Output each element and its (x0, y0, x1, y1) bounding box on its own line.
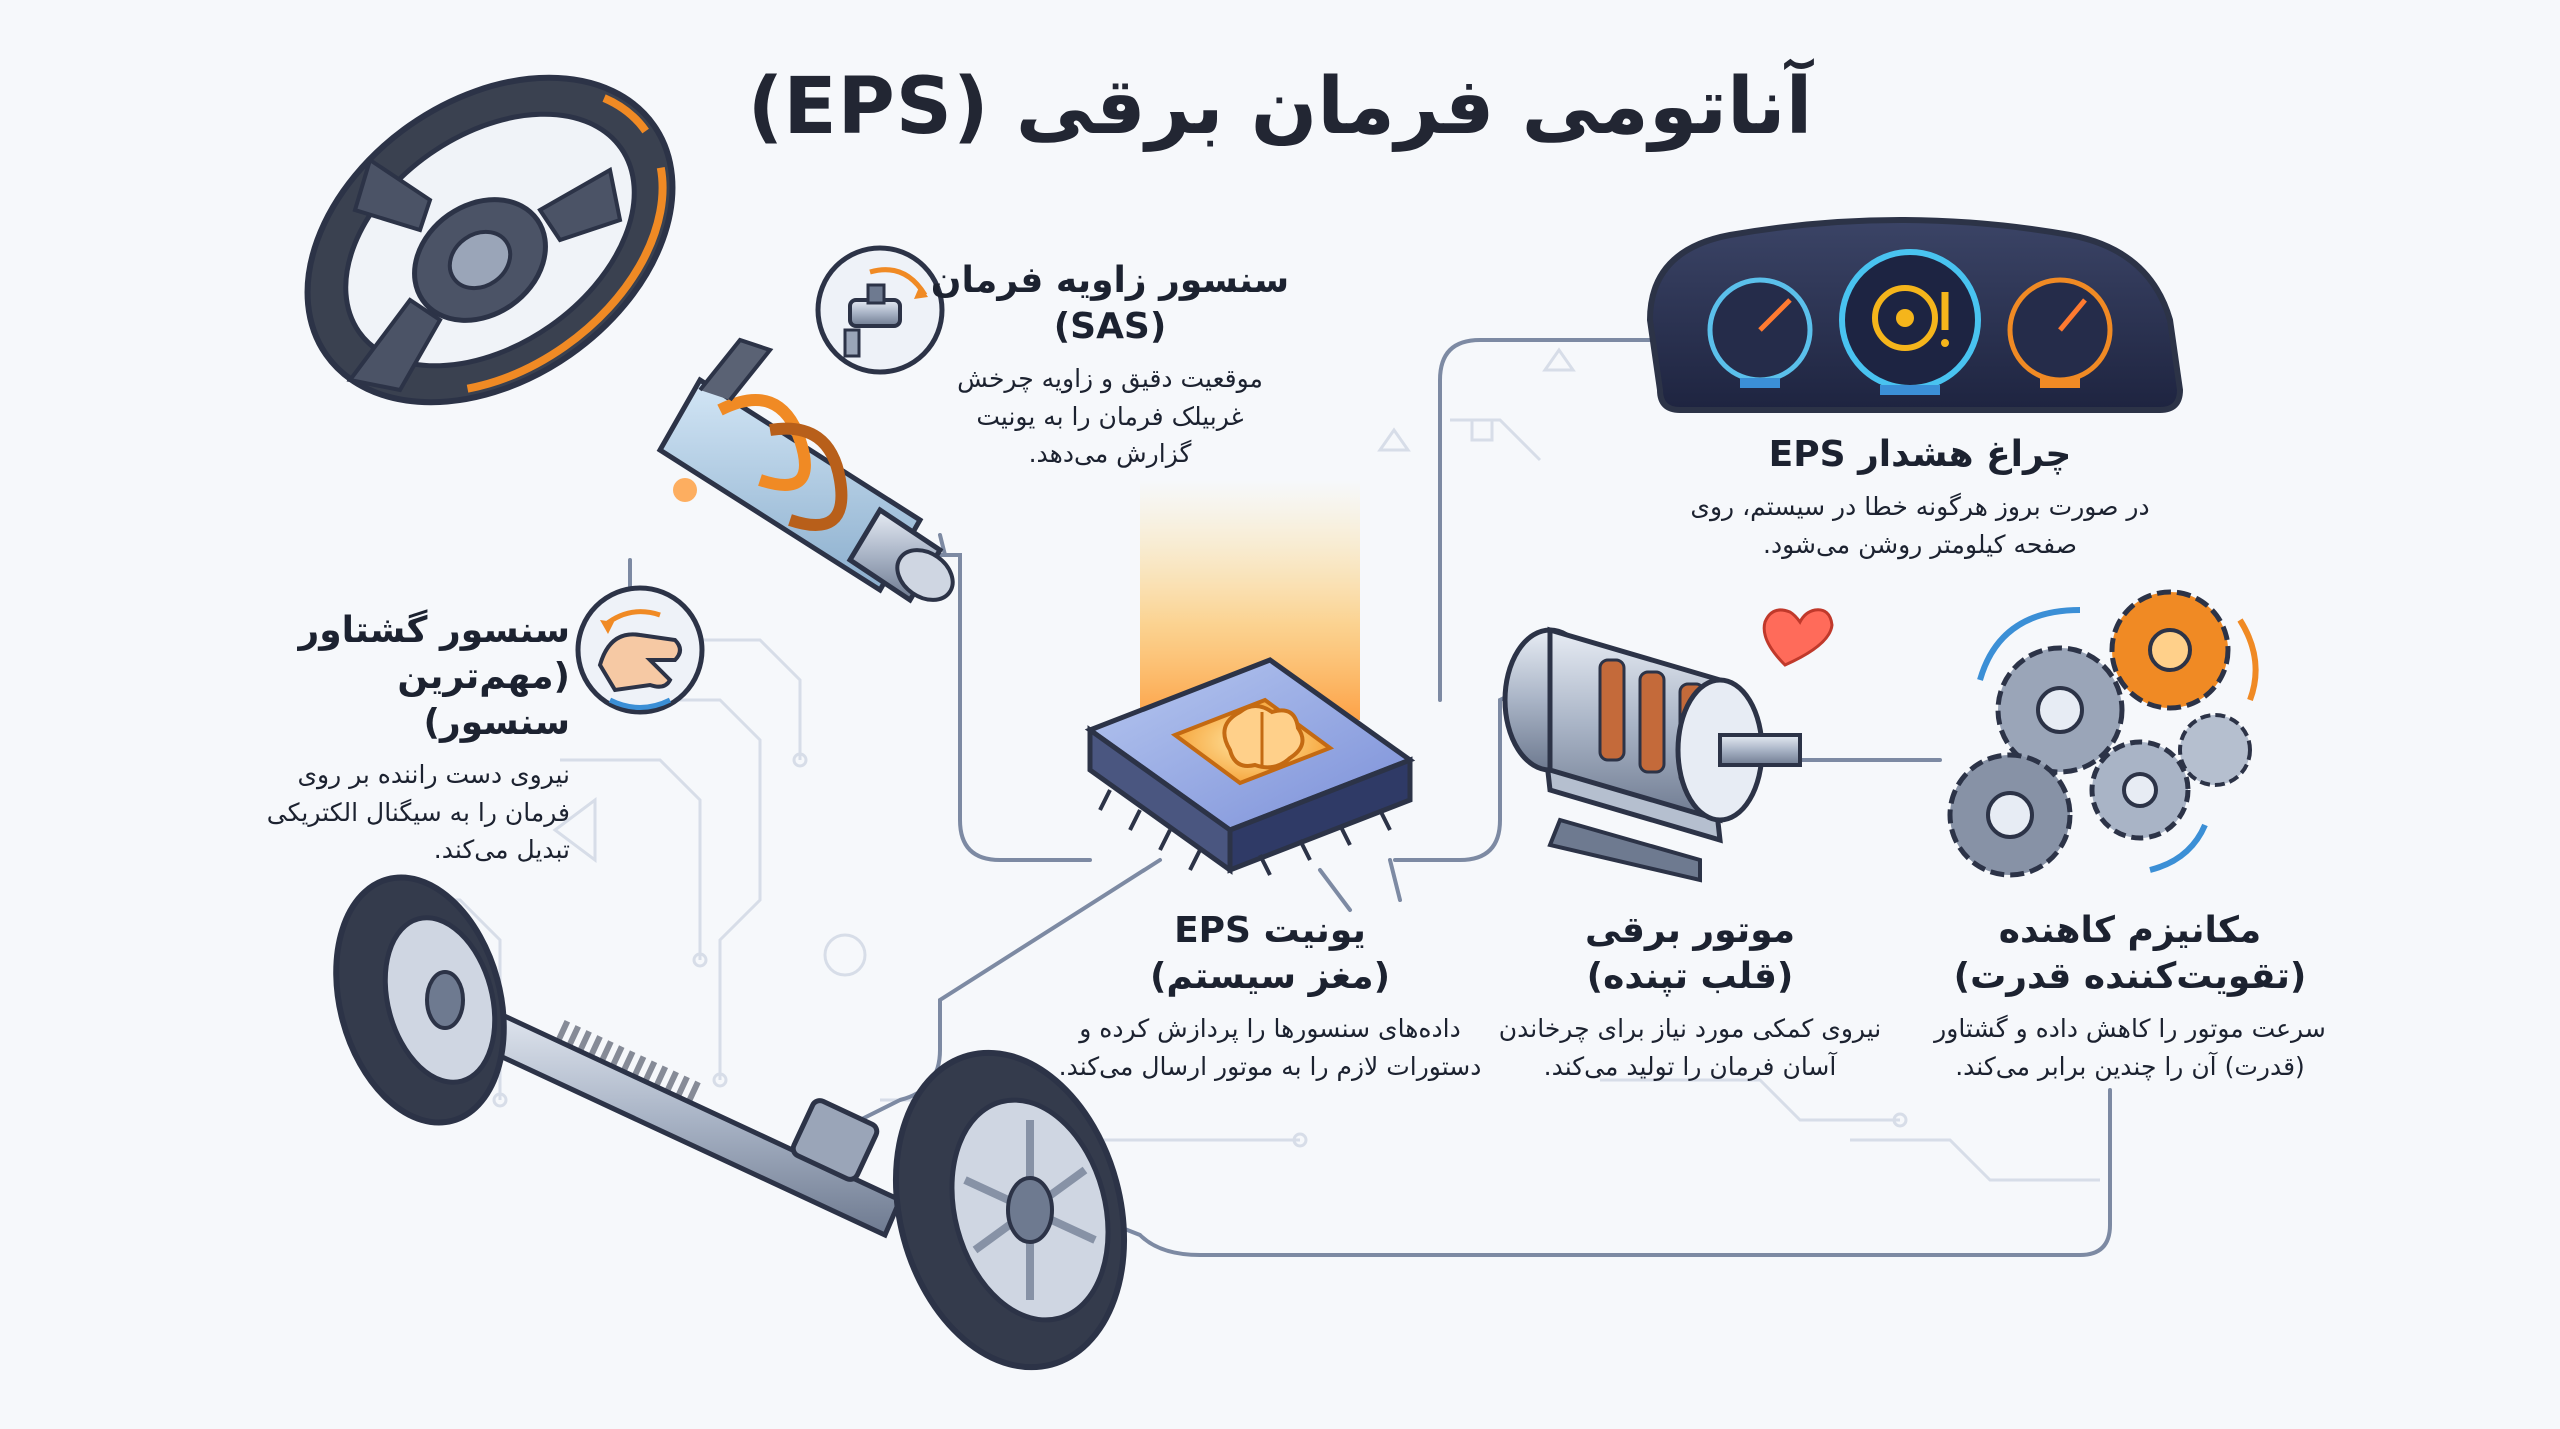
label-eps-unit: یونیت EPS (مغز سیستم) داده‌های سنسورها ر… (1040, 908, 1500, 1085)
motor-sub: (قلب تپنده) (1586, 956, 1794, 998)
sas-abbr: (SAS) (1053, 306, 1167, 348)
eps-unit-sub: (مغز سیستم) (1149, 956, 1391, 998)
torque-desc-line: تبدیل می‌کند. (433, 835, 570, 865)
steering-column-icon (656, 337, 955, 604)
torque-sub: (مهم‌ترین سنسور) (397, 656, 570, 744)
torque-title: سنسور گشتاور (298, 610, 570, 651)
motor-desc-line: آسان فرمان را تولید می‌کند. (1543, 1051, 1837, 1081)
dashboard-icon (1646, 217, 2184, 413)
page-title: آناتومی فرمان برقی (EPS) (747, 62, 1813, 152)
motor-desc: نیروی کمکی مورد نیاز برای چرخاندن آسان ف… (1480, 1010, 1900, 1085)
warning-desc-line: صفحه کیلومتر روشن می‌شود. (1763, 529, 2077, 559)
reducer-desc: سرعت موتور را کاهش داده و گشتاور (قدرت) … (1900, 1010, 2360, 1085)
steering-wheel-icon (304, 74, 676, 406)
reducer-desc-line: (قدرت) آن را چندین برابر می‌کند. (1955, 1051, 2305, 1081)
warning-desc: در صورت بروز هرگونه خطا در سیستم، روی صف… (1670, 488, 2170, 563)
motor-title: موتور برقی (1584, 910, 1796, 951)
motor-icon (1502, 626, 1802, 883)
label-torque-sensor: سنسور گشتاور (مهم‌ترین سنسور) نیروی دست … (240, 608, 570, 869)
label-reducer: مکانیزم کاهنده (تقویت‌کننده قدرت) سرعت م… (1900, 908, 2360, 1085)
reducer-title: مکانیزم کاهنده (1998, 910, 2262, 951)
eps-unit-desc-line: دستورات لازم را به موتور ارسال می‌کند. (1058, 1051, 1482, 1081)
steering-rack-icon (451, 996, 904, 1239)
sas-title: سنسور زاویه فرمان (930, 260, 1290, 301)
eps-unit-desc: داده‌های سنسورها را پردازش کرده و دستورا… (1040, 1010, 1500, 1085)
torque-desc: نیروی دست راننده بر روی فرمان را به سیگن… (240, 756, 570, 869)
sas-desc-line: غربیلک فرمان را به یونیت (976, 401, 1244, 431)
brain-icon (1222, 704, 1305, 770)
warning-title: چراغ هشدار EPS (1768, 434, 2072, 475)
torque-desc-line: فرمان را به سیگنال الکتریکی (266, 797, 570, 827)
warning-desc-line: در صورت بروز هرگونه خطا در سیستم، روی (1690, 492, 2150, 522)
eps-unit-title: یونیت EPS (1174, 910, 1366, 951)
motor-desc-line: نیروی کمکی مورد نیاز برای چرخاندن (1498, 1014, 1882, 1044)
sas-desc-line: موقعیت دقیق و زاویه چرخش (957, 364, 1263, 394)
label-warning-light: چراغ هشدار EPS در صورت بروز هرگونه خطا د… (1670, 432, 2170, 563)
angle-sensor-icon (815, 245, 945, 375)
reducer-desc-line: سرعت موتور را کاهش داده و گشتاور (1934, 1014, 2326, 1044)
label-sas: سنسور زاویه فرمان (SAS) موقعیت دقیق و زا… (920, 258, 1300, 473)
gears-icon (1947, 589, 2259, 878)
sas-desc-line: گزارش می‌دهد. (1028, 439, 1192, 469)
torque-desc-line: نیروی دست راننده بر روی (297, 760, 570, 790)
wheel-icon (333, 874, 507, 1126)
wheel-icon (892, 1049, 1128, 1371)
label-motor: موتور برقی (قلب تپنده) نیروی کمکی مورد ن… (1480, 908, 1900, 1085)
signal-wires (628, 338, 2112, 1257)
reducer-sub: (تقویت‌کننده قدرت) (1953, 956, 2307, 998)
hand-torque-icon (575, 585, 705, 715)
warning-light-icon (1872, 285, 1949, 351)
sas-desc: موقعیت دقیق و زاویه چرخش غربیلک فرمان را… (920, 360, 1300, 473)
eps-unit-desc-line: داده‌های سنسورها را پردازش کرده و (1079, 1014, 1461, 1044)
heart-icon (1762, 608, 1834, 667)
